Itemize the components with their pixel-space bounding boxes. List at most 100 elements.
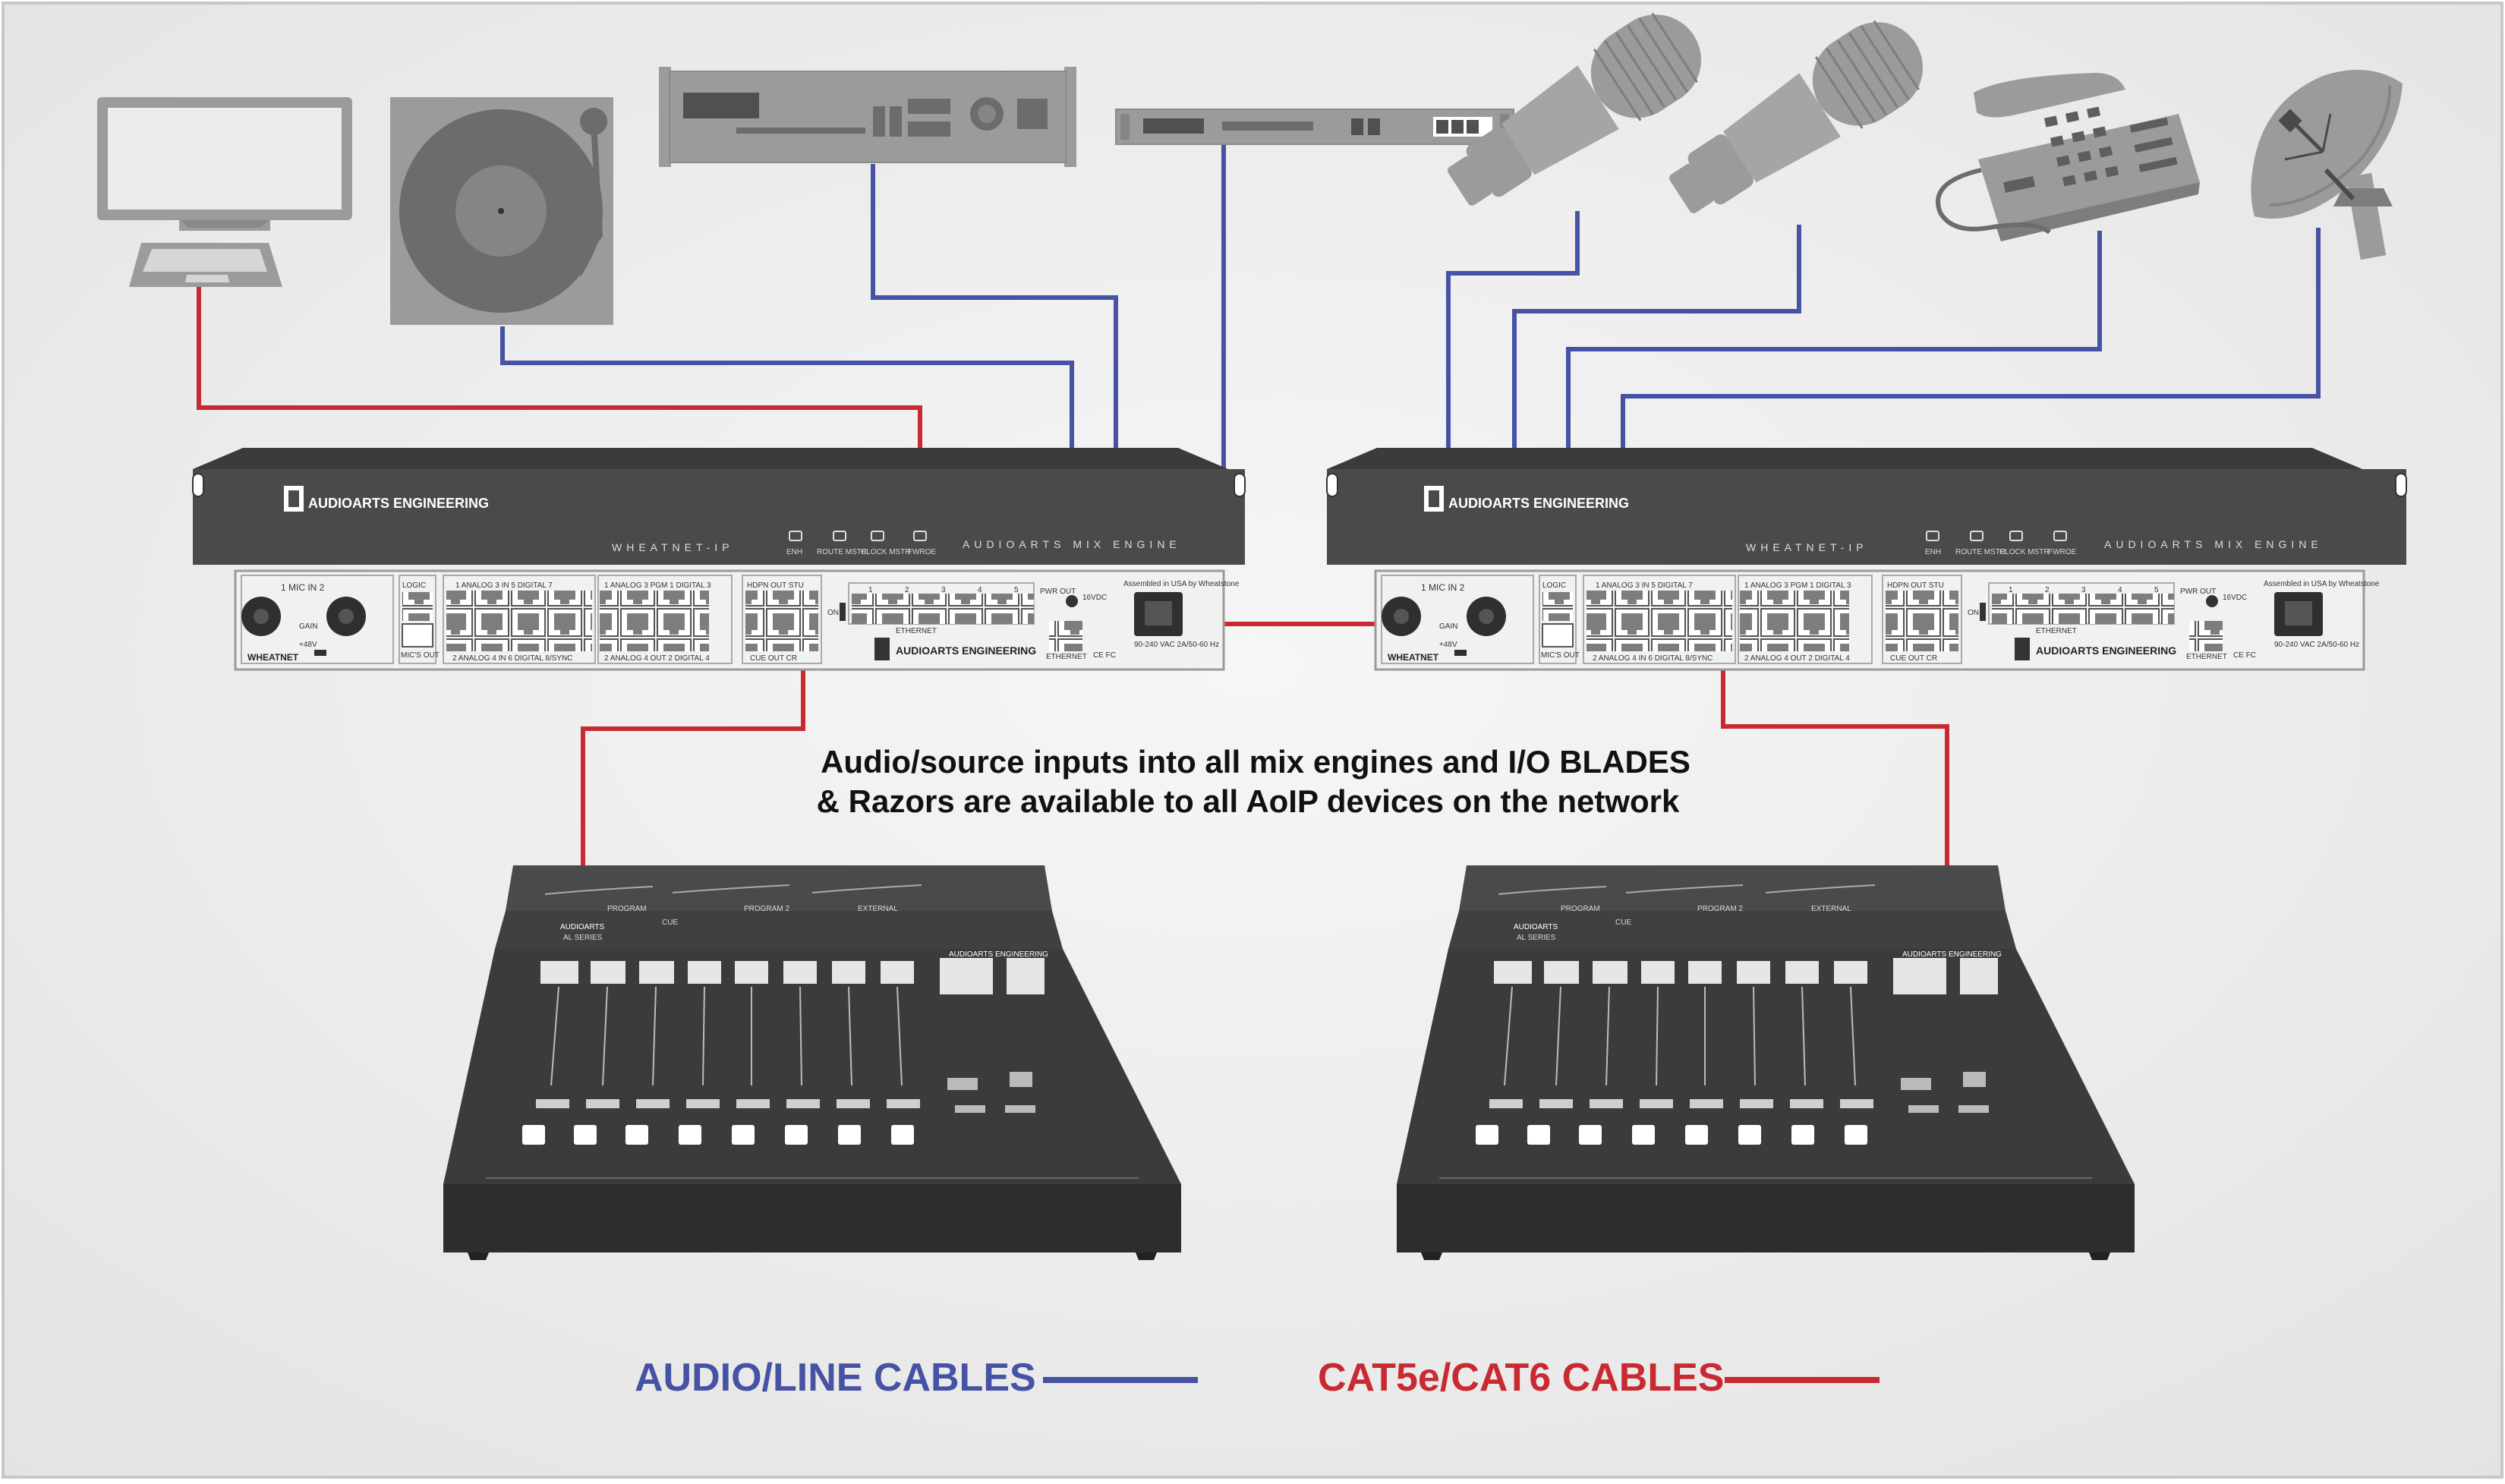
meter-label: EXTERNAL	[858, 905, 898, 913]
meter-label: PROGRAM 2	[1697, 905, 1743, 913]
logic-port[interactable]	[402, 592, 433, 621]
satellite-dish-icon	[2251, 70, 2403, 260]
fader-knobs[interactable]	[522, 1125, 914, 1145]
pwr-out-label: PWR OUT	[2180, 588, 2216, 596]
vdc-label: 16VDC	[2223, 594, 2247, 602]
cable-rack1-to-engine1	[871, 164, 1118, 448]
on-label: ON	[827, 609, 839, 617]
assembled-label: Assembled in USA by Wheatstone	[1123, 580, 1240, 588]
audio-line-cables	[500, 141, 2321, 471]
indicator-clock-master: CLOCK MSTR	[861, 548, 911, 556]
channel-button-column	[550, 986, 903, 1086]
hdpn-ports-bottom[interactable]	[745, 621, 818, 651]
cable-satellite-to-engine2	[1621, 228, 2321, 448]
indicator-enh: ENH	[1925, 548, 1941, 556]
laptop-icon	[97, 97, 352, 287]
rack-tuner-icon	[1115, 109, 1514, 145]
assembled-label: Assembled in USA by Wheatstone	[2264, 580, 2380, 588]
ethernet-port[interactable]	[1049, 621, 1082, 651]
plus48v-label: +48V	[299, 641, 317, 649]
channel-labels	[536, 1099, 920, 1108]
fader-knobs[interactable]	[1476, 1125, 1867, 1145]
console-brand: AUDIOARTS	[1514, 923, 1558, 931]
eth-port-number: 4	[2118, 586, 2122, 594]
ethernet-label: ETHERNET	[1046, 653, 1087, 661]
ethernet-switch-ports[interactable]	[852, 594, 1034, 624]
on-label: ON	[1968, 609, 1979, 617]
ethernet-label: ETHERNET	[2186, 653, 2227, 661]
ethernet-port[interactable]	[2189, 621, 2223, 651]
hdpn-bottom-label: CUE OUT CR	[750, 654, 797, 663]
mix-engine-2: AUDIOARTS ENGINEERING WHEATNET-IP AUDIOA…	[1326, 448, 2407, 565]
eth-port-number: 5	[2154, 586, 2159, 594]
engine-brand: AUDIOARTS ENGINEERING	[308, 496, 489, 511]
io-panel-1: 1 MIC IN 2 GAIN +48V WHEATNET LOGIC MIC'…	[234, 569, 1240, 671]
io-brand: AUDIOARTS ENGINEERING	[896, 644, 1036, 657]
power-spec-label: 90-240 VAC 2A/50-60 Hz	[2274, 641, 2359, 649]
inputs-bottom-label: 2 ANALOG 4 IN 6 DIGITAL 8/SYNC	[452, 654, 572, 663]
analog-digital-in-ports-bottom[interactable]	[1586, 621, 1732, 651]
io-brand: AUDIOARTS ENGINEERING	[2036, 644, 2176, 657]
analog-digital-in-ports-top[interactable]	[446, 591, 592, 621]
hdpn-ports-bottom[interactable]	[1886, 621, 1958, 651]
logic-port[interactable]	[1542, 592, 1573, 621]
engine-model-right: AUDIOARTS MIX ENGINE	[2104, 538, 2323, 550]
engine-brand: AUDIOARTS ENGINEERING	[1448, 496, 1629, 511]
analog-digital-in-ports-top[interactable]	[1586, 591, 1732, 621]
hdpn-ports-top[interactable]	[745, 591, 818, 621]
gain-label: GAIN	[1439, 622, 1457, 631]
inputs-bottom-label: 2 ANALOG 4 IN 6 DIGITAL 8/SYNC	[1593, 654, 1713, 663]
hdpn-ports-top[interactable]	[1886, 591, 1958, 621]
cable-engine2-to-console2	[1721, 668, 1949, 871]
pgm-out-ports-bottom[interactable]	[600, 621, 709, 651]
logic-label: LOGIC	[1542, 581, 1566, 590]
pgm-top-label: 1 ANALOG 3 PGM 1 DIGITAL 3	[604, 581, 711, 590]
eth-port-number: 5	[1014, 586, 1019, 594]
mix-engine-1: AUDIOARTS ENGINEERING WHEATNET-IP AUDIOA…	[192, 448, 1246, 565]
analog-digital-in-ports-bottom[interactable]	[446, 621, 592, 651]
eth-port-number: 4	[978, 586, 982, 594]
pgm-bottom-label: 2 ANALOG 4 OUT 2 DIGITAL 4	[1744, 654, 1850, 663]
meter-label: PROGRAM 2	[744, 905, 789, 913]
pgm-out-ports-bottom[interactable]	[1740, 621, 1849, 651]
mic-in-label: 1 MIC IN 2	[1421, 582, 1465, 593]
meter-label: CUE	[1615, 918, 1631, 927]
eth-port-number: 1	[2009, 586, 2013, 594]
channel-strips	[1494, 958, 1998, 994]
engine-model-left: WHEATNET-IP	[1746, 541, 1868, 553]
channel-button-column	[1504, 986, 1856, 1086]
ethernet-switch-ports[interactable]	[1992, 594, 2174, 624]
cable-mic2-to-engine2	[1512, 225, 1801, 448]
engine-model-left: WHEATNET-IP	[612, 541, 734, 553]
indicator-fwroe: FWROE	[2048, 548, 2077, 556]
plus48v-label: +48V	[1439, 641, 1457, 649]
ce-label: CE FC	[1093, 651, 1116, 660]
turntable-icon	[390, 97, 613, 325]
power-spec-label: 90-240 VAC 2A/50-60 Hz	[1134, 641, 1219, 649]
microphone-icon	[1668, 20, 1924, 213]
ce-label: CE FC	[2233, 651, 2256, 660]
logic-label: LOGIC	[402, 581, 426, 590]
inputs-top-label: 1 ANALOG 3 IN 5 DIGITAL 7	[1596, 581, 1693, 590]
gain-label: GAIN	[299, 622, 317, 631]
cable-turntable-to-engine1	[500, 326, 1074, 448]
pgm-out-ports-top[interactable]	[600, 591, 709, 621]
indicator-clock-master: CLOCK MSTR	[1999, 548, 2050, 556]
pgm-out-ports-top[interactable]	[1740, 591, 1849, 621]
cable-engine1-to-console1	[581, 668, 805, 871]
engine-model-right: AUDIOARTS MIX ENGINE	[963, 538, 1181, 550]
pgm-bottom-label: 2 ANALOG 4 OUT 2 DIGITAL 4	[604, 654, 710, 663]
mic-out-label: MIC'S OUT	[401, 651, 440, 660]
meter-label: EXTERNAL	[1811, 905, 1851, 913]
rack-processor-icon	[659, 67, 1076, 167]
mic-in-label: 1 MIC IN 2	[281, 582, 325, 593]
indicator-route-master: ROUTE MSTR	[817, 548, 867, 556]
microphone-icon	[1447, 12, 1702, 206]
io-panel-2: 1 MIC IN 2 GAIN +48V WHEATNET LOGIC MIC'…	[1374, 569, 2380, 671]
inputs-top-label: 1 ANALOG 3 IN 5 DIGITAL 7	[455, 581, 553, 590]
cable-laptop-to-engine1	[197, 287, 922, 448]
eth-port-number: 3	[2081, 586, 2086, 594]
caption-line-1: Audio/source inputs into all mix engines…	[821, 744, 1690, 780]
wheatnet-logo: WHEATNET	[247, 652, 299, 663]
cable-phone-to-engine2	[1566, 231, 2102, 448]
